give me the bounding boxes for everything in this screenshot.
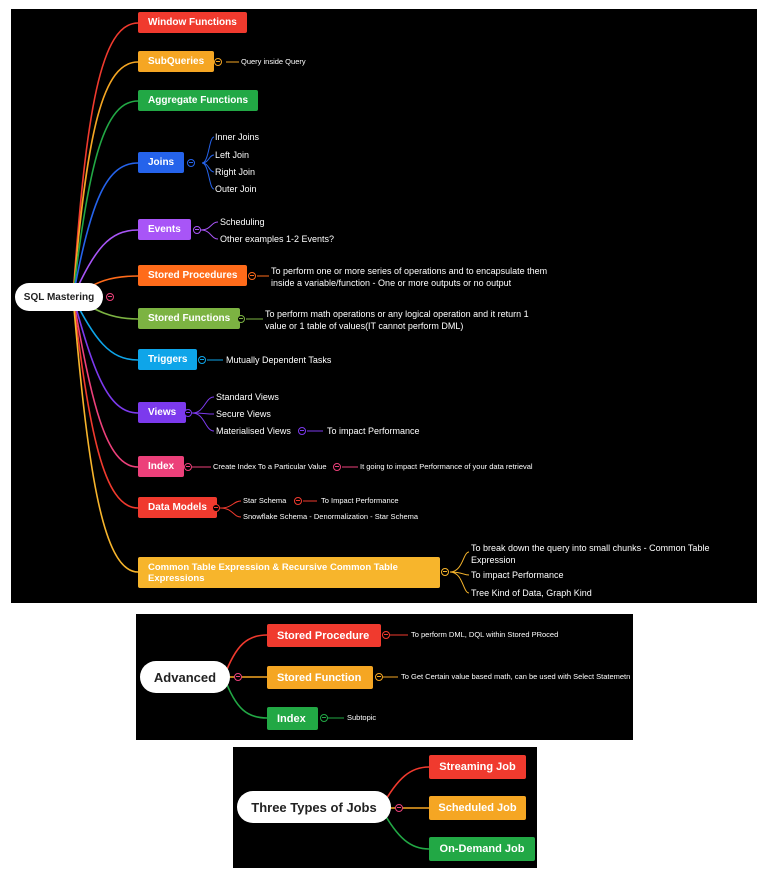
collapse-toggle-icon[interactable]: [298, 427, 306, 435]
collapse-toggle-icon[interactable]: [248, 272, 256, 280]
subtopic-label: Create Index To a Particular Value: [213, 462, 327, 471]
topic-stored-procedures[interactable]: Stored Procedures: [138, 265, 248, 286]
collapse-toggle-icon[interactable]: [237, 315, 245, 323]
subtopic-label: To impact Performance: [471, 570, 564, 580]
subtopic-label: Materialised Views: [216, 426, 291, 436]
topic-aggregate-functions[interactable]: Aggregate Functions: [138, 90, 259, 111]
subtopic-label: To perform one or more series of operati…: [271, 266, 548, 288]
collapse-toggle-icon[interactable]: [333, 463, 341, 471]
subtopic-label: To break down the query into small chunk…: [471, 543, 710, 565]
topic-data-models[interactable]: Data Models: [138, 497, 217, 518]
subtopic-label: To Get Certain value based math, can be …: [401, 672, 631, 681]
subtopic-label: Subtopic: [347, 713, 377, 722]
advanced-mindmap: Advanced Stored Procedure To perform DML…: [136, 614, 633, 740]
subtopic-label: Inner Joins: [215, 132, 260, 142]
collapse-toggle-icon[interactable]: [187, 159, 195, 167]
subtopic-label: Other examples 1-2 Events?: [220, 234, 335, 244]
subtopic-label: Right Join: [215, 167, 256, 177]
collapse-toggle-icon[interactable]: [198, 356, 206, 364]
root-node[interactable]: Three Types of Jobs: [237, 791, 391, 823]
topic-events[interactable]: Events: [138, 219, 191, 240]
topic-subqueries[interactable]: SubQueries: [138, 51, 215, 72]
subtopic-label: To perform DML, DQL within Stored PRoced: [411, 630, 559, 639]
sql-mastering-mindmap: SQL Mastering Window Functions SubQuerie…: [11, 9, 757, 603]
topic-stored-function[interactable]: Stored Function: [267, 666, 373, 689]
subtopic-label: To impact Performance: [327, 426, 420, 436]
subtopic-label: To Impact Performance: [321, 496, 399, 505]
collapse-toggle-icon[interactable]: [395, 804, 403, 812]
subtopic-label: Mutually Dependent Tasks: [226, 355, 332, 365]
topic-stored-functions[interactable]: Stored Functions: [138, 308, 241, 329]
subtopic-label: Query inside Query: [241, 57, 306, 66]
collapse-toggle-icon[interactable]: [294, 497, 302, 505]
topic-triggers[interactable]: Triggers: [138, 349, 198, 370]
collapse-toggle-icon[interactable]: [214, 58, 222, 66]
collapse-toggle-icon[interactable]: [184, 463, 192, 471]
subtopic-label: Outer Join: [215, 184, 257, 194]
subtopic-label: It going to impact Performance of your d…: [360, 462, 533, 471]
subtopic-label: Star Schema: [243, 496, 287, 505]
collapse-toggle-icon[interactable]: [193, 226, 201, 234]
subtopic-label: Left Join: [215, 150, 250, 160]
topic-stored-procedure[interactable]: Stored Procedure: [267, 624, 381, 647]
topic-common-table-expression[interactable]: Common Table Expression & Recursive Comm…: [138, 557, 440, 588]
root-node[interactable]: SQL Mastering: [15, 283, 103, 311]
topic-on-demand-job[interactable]: On-Demand Job: [429, 837, 535, 861]
root-node[interactable]: Advanced: [140, 661, 230, 693]
topic-index[interactable]: Index: [267, 707, 318, 730]
collapse-toggle-icon[interactable]: [441, 568, 449, 576]
topic-index[interactable]: Index: [138, 456, 185, 477]
topic-scheduled-job[interactable]: Scheduled Job: [429, 796, 526, 820]
subtopic-label: Tree Kind of Data, Graph Kind: [471, 588, 592, 598]
subtopic-label: Standard Views: [216, 392, 279, 402]
collapse-toggle-icon[interactable]: [212, 504, 220, 512]
subtopic-label: To perform math operations or any logica…: [265, 309, 529, 331]
subtopic-label: Snowflake Schema - Denormalization - Sta…: [243, 512, 419, 521]
topic-streaming-job[interactable]: Streaming Job: [429, 755, 526, 779]
collapse-toggle-icon[interactable]: [375, 673, 383, 681]
topic-views[interactable]: Views: [138, 402, 187, 423]
collapse-toggle-icon[interactable]: [106, 293, 114, 301]
subtopic-label: Scheduling: [220, 217, 265, 227]
subtopic-label: Secure Views: [216, 409, 271, 419]
job-types-mindmap: Three Types of Jobs Streaming Job Schedu…: [233, 747, 537, 868]
collapse-toggle-icon[interactable]: [320, 714, 328, 722]
collapse-toggle-icon[interactable]: [382, 631, 390, 639]
topic-joins[interactable]: Joins: [138, 152, 185, 173]
collapse-toggle-icon[interactable]: [184, 409, 192, 417]
topic-window-functions[interactable]: Window Functions: [138, 12, 247, 33]
collapse-toggle-icon[interactable]: [234, 673, 242, 681]
